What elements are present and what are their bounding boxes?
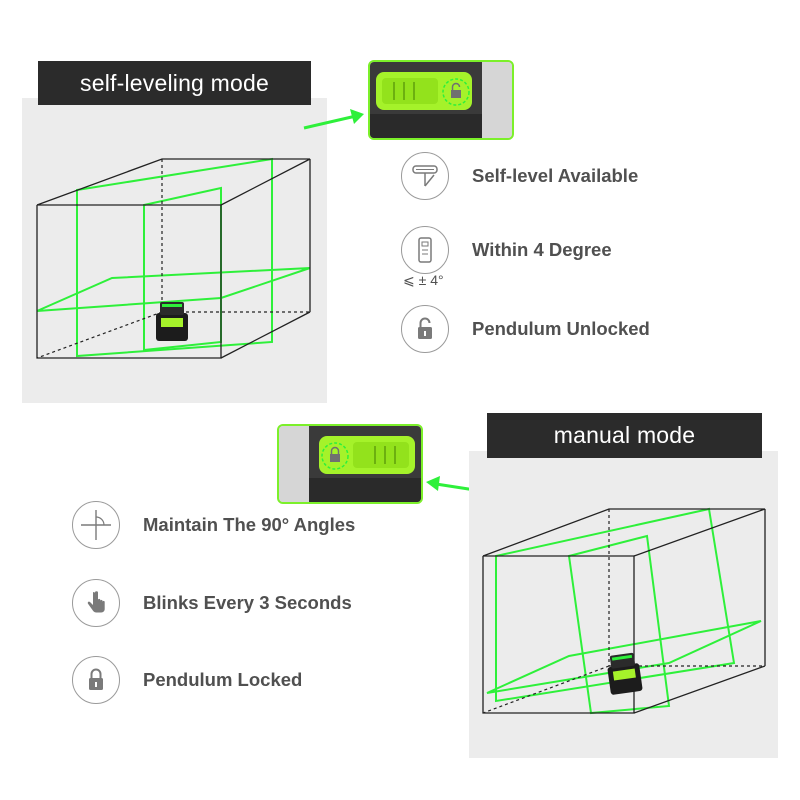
laser-line-vertical-front xyxy=(76,157,273,358)
pendulum-switch-unlocked-closeup xyxy=(368,60,514,140)
laser-level-device xyxy=(156,302,188,341)
feature-label: Blinks Every 3 Seconds xyxy=(143,592,352,613)
laser-line-vertical-front-tilted xyxy=(495,507,736,703)
locked-padlock-icon xyxy=(72,656,120,704)
feature-pendulum-locked: Pendulum Locked xyxy=(72,656,302,704)
feature-blinks-every-3-seconds: Blinks Every 3 Seconds xyxy=(72,579,352,627)
manual-mode-illustration-panel xyxy=(469,451,778,758)
feature-label: Pendulum Unlocked xyxy=(472,318,650,339)
feature-within-4-degree: Within 4 Degree xyxy=(401,226,612,274)
crosshair-angle-icon xyxy=(72,501,120,549)
self-leveling-room-drawing xyxy=(36,157,311,359)
tilt-device-icon xyxy=(401,226,449,274)
pointing-hand-icon xyxy=(72,579,120,627)
laser-level-device-tilted xyxy=(607,652,643,695)
laser-line-vertical-cross-tilted xyxy=(567,534,671,715)
self-leveling-mode-banner: self-leveling mode xyxy=(38,61,311,105)
pendulum-swing-icon xyxy=(401,152,449,200)
manual-mode-banner: manual mode xyxy=(487,413,762,458)
feature-pendulum-unlocked: Pendulum Unlocked xyxy=(401,305,650,353)
feature-label: Within 4 Degree xyxy=(472,239,612,260)
manual-mode-room-drawing xyxy=(482,507,766,715)
feature-label: Pendulum Locked xyxy=(143,669,303,690)
unlocked-padlock-icon xyxy=(401,305,449,353)
tilt-range-note: ⩽ ± 4° xyxy=(403,272,444,288)
feature-label: Self-level Available xyxy=(472,165,639,186)
feature-label: Maintain The 90° Angles xyxy=(143,514,356,535)
arrow-to-unlocked-switch xyxy=(303,109,364,130)
feature-self-level-available: Self-level Available xyxy=(401,152,638,200)
feature-maintain-90-angles: Maintain The 90° Angles xyxy=(72,501,355,549)
manual-mode-title: manual mode xyxy=(553,422,696,448)
self-leveling-illustration-panel xyxy=(22,98,327,403)
pendulum-switch-locked-closeup xyxy=(277,424,423,504)
self-leveling-mode-title: self-leveling mode xyxy=(80,69,269,96)
